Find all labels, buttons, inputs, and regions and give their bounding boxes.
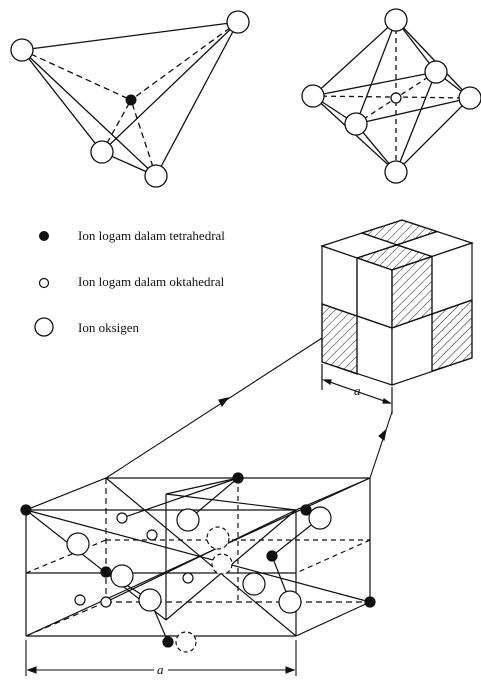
- legend: Ion logam dalam tetrahedral Ion logam da…: [34, 228, 225, 337]
- octant-cube: a: [320, 219, 474, 414]
- tetrahedral-metal-ion: [162, 636, 174, 648]
- octahedral-metal-ion: [182, 572, 194, 584]
- tetrahedral-metal-ion: [100, 566, 112, 578]
- octahedral-metal-ion: [74, 594, 86, 606]
- legend-tetrahedral-symbol: [39, 231, 49, 241]
- tetra-oxygen-ion: [226, 10, 250, 34]
- oxygen-ion: [110, 564, 134, 588]
- oxygen-ion: [211, 553, 233, 575]
- legend-octahedral-label: Ion logam dalam oktahedral: [78, 274, 225, 289]
- oxygen-ion: [138, 588, 162, 612]
- octahedral-metal-ion: [116, 512, 128, 524]
- zoom-connectors: [105, 337, 393, 479]
- tetrahedral-metal-ion: [232, 472, 244, 484]
- tetra-oxygen-ion: [10, 38, 34, 62]
- unit-cell-diagram: [25, 477, 371, 643]
- octa-oxygen-ion: [384, 8, 408, 32]
- tetrahedral-metal-ion: [364, 596, 376, 608]
- octa-metal-ion: [390, 92, 402, 104]
- octahedron-diagram: [301, 8, 481, 184]
- tetra-oxygen-ion: [144, 164, 168, 188]
- octahedral-metal-ion: [146, 529, 158, 541]
- octa-oxygen-ion: [458, 86, 481, 110]
- tetrahedron-diagram: [10, 10, 250, 188]
- tetrahedral-metal-ion: [266, 550, 278, 562]
- tetra-oxygen-ion: [90, 140, 114, 164]
- octa-oxygen-ion: [384, 160, 408, 184]
- cell-edge-label: a: [157, 662, 164, 677]
- oxygen-ion: [175, 631, 197, 653]
- unit-cell-ions: [20, 472, 376, 653]
- cube-edge-label: a: [354, 383, 361, 398]
- oxygen-ion: [242, 572, 266, 596]
- legend-tetrahedral-label: Ion logam dalam tetrahedral: [78, 228, 225, 243]
- tetra-metal-ion: [125, 94, 137, 106]
- oxygen-ion: [308, 506, 332, 530]
- octa-oxygen-ion: [301, 84, 325, 108]
- octahedral-metal-ion: [100, 596, 112, 608]
- oxygen-ion: [206, 526, 230, 550]
- tetrahedral-metal-ion: [20, 504, 32, 516]
- octa-oxygen-ion: [344, 112, 368, 136]
- oxygen-ion: [278, 590, 302, 614]
- legend-oxygen-label: Ion oksigen: [78, 320, 140, 335]
- tetrahedral-metal-ion: [300, 504, 312, 516]
- legend-oxygen-symbol: [34, 317, 54, 337]
- oxygen-ion: [66, 532, 90, 556]
- legend-octahedral-symbol: [38, 277, 50, 289]
- octa-oxygen-ion: [424, 60, 448, 84]
- oxygen-ion: [176, 508, 200, 532]
